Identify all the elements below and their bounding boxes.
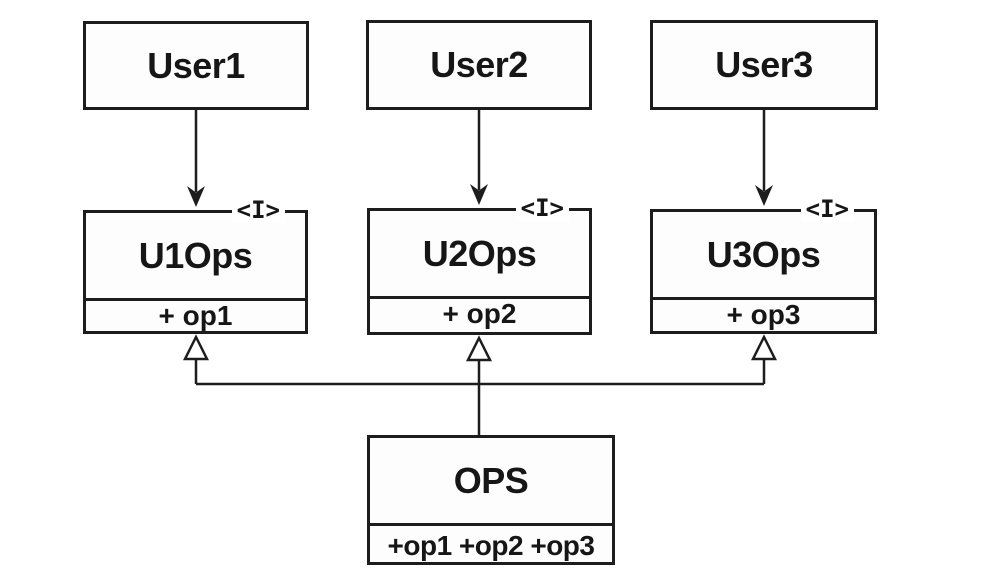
class-u1ops: <I> U1Ops + op1 xyxy=(83,197,308,334)
class-title: User3 xyxy=(715,44,813,85)
class-title: U2Ops xyxy=(422,232,537,274)
class-title: OPS xyxy=(453,459,529,501)
open-arrowhead-icon xyxy=(755,185,773,206)
class-user3: User3 xyxy=(650,20,878,110)
open-arrowhead-icon xyxy=(187,186,205,207)
dependency-user2-u2ops xyxy=(470,110,488,205)
class-title: User1 xyxy=(147,44,245,86)
operations-compartment: + op1 xyxy=(86,298,305,331)
class-title: U1Ops xyxy=(138,234,253,276)
class-ops: OPS +op1 +op2 +op3 xyxy=(367,435,615,565)
realization-ops-u3ops xyxy=(750,334,778,384)
hollow-triangle-arrowhead-icon xyxy=(182,334,210,361)
realization-ops-u2ops xyxy=(465,335,493,435)
class-title: User2 xyxy=(430,44,528,85)
operations-compartment: + op3 xyxy=(653,297,874,330)
class-user1: User1 xyxy=(83,21,309,110)
dependency-user1-u1ops xyxy=(187,110,205,207)
operations-compartment: + op2 xyxy=(370,296,589,329)
interface-stereotype: <I> xyxy=(800,196,854,222)
interface-stereotype: <I> xyxy=(231,197,285,223)
hollow-triangle-arrowhead-icon xyxy=(465,335,493,362)
class-user2: User2 xyxy=(366,20,592,110)
interface-stereotype: <I> xyxy=(515,195,569,221)
hollow-triangle-arrowhead-icon xyxy=(750,334,778,361)
open-arrowhead-icon xyxy=(470,184,488,205)
class-u2ops: <I> U2Ops + op2 xyxy=(367,195,592,335)
realization-ops-u1ops xyxy=(182,334,210,384)
class-u3ops: <I> U3Ops + op3 xyxy=(650,196,877,334)
dependency-user3-u3ops xyxy=(755,110,773,206)
class-title: U3Ops xyxy=(706,233,821,275)
operations-compartment: +op1 +op2 +op3 xyxy=(370,523,612,565)
